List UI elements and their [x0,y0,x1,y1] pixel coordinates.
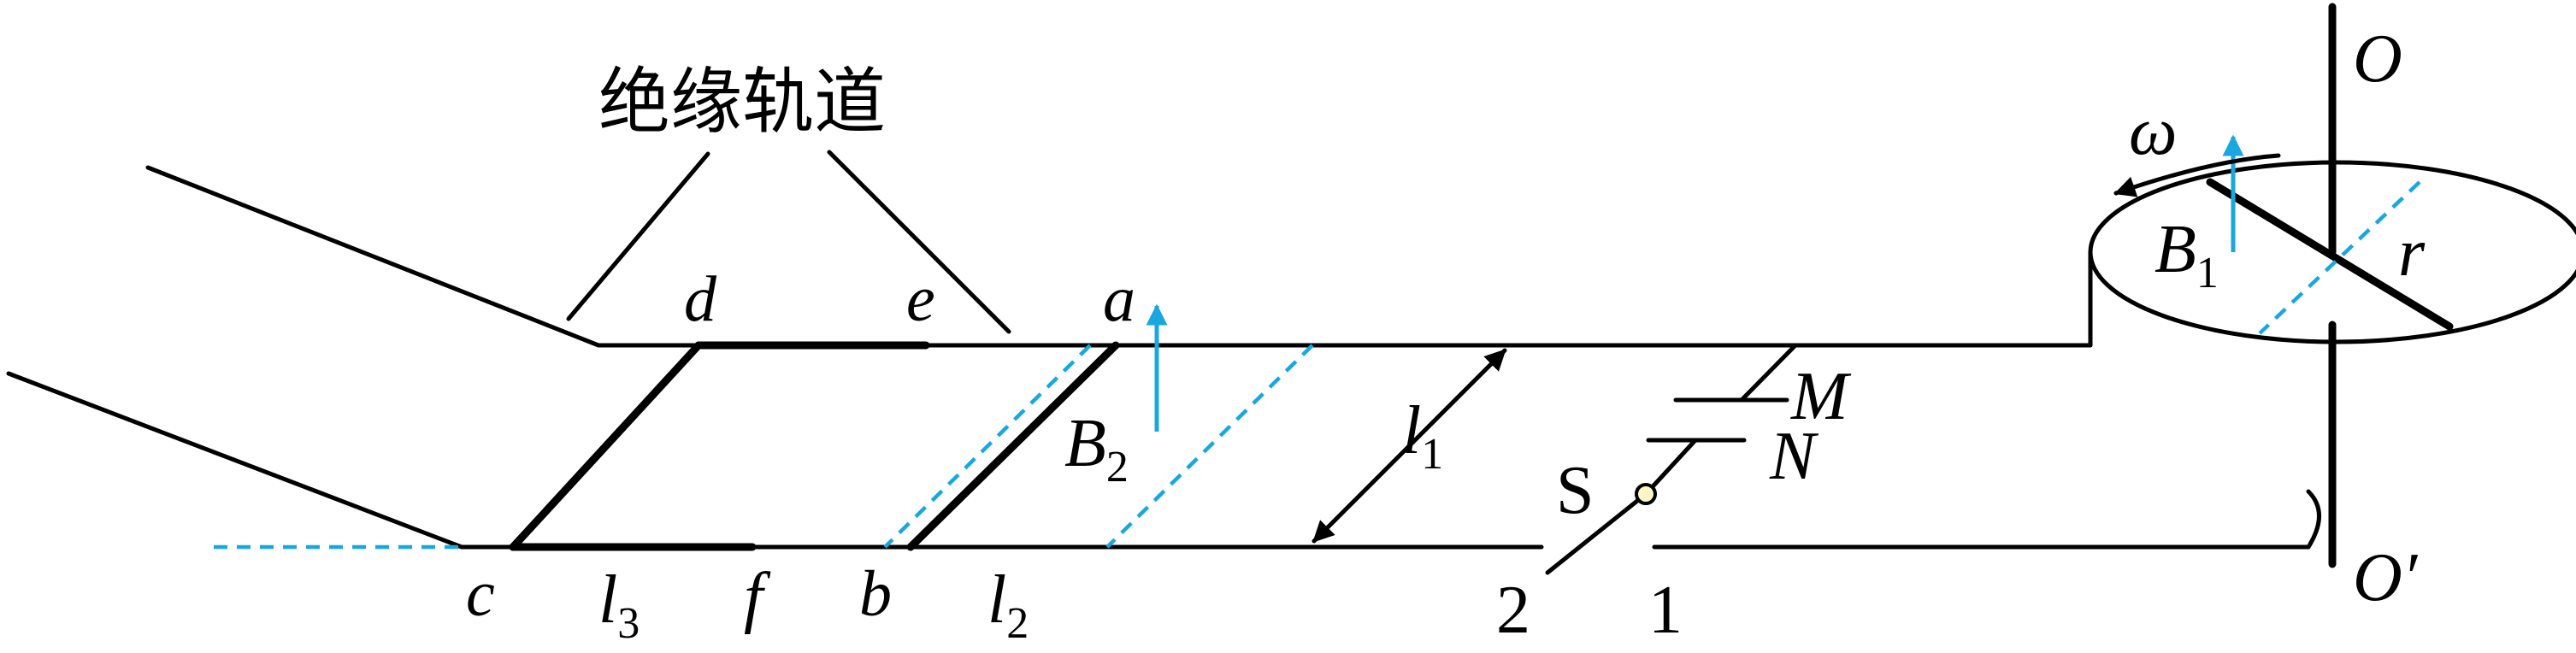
label-b: b [859,558,892,630]
label-c: c [466,558,495,630]
switch-blade [1545,491,1648,575]
field-boundary-right-dashed [1105,344,1314,549]
label-a: a [1103,263,1135,335]
battery-lead-bottom [1643,438,1698,497]
title-label: 绝缘轨道 [598,60,886,144]
label-n: N [1769,419,1819,494]
label-b2: B2 [1064,406,1129,491]
battery-lead-top [1739,343,1798,403]
label-s: S [1556,453,1595,528]
switch-pivot[interactable] [1635,483,1657,505]
label-l1: l1 [1402,393,1443,479]
label-m: M [1790,359,1852,434]
rod-ab [906,341,1120,551]
label-o-prime: O′ [2353,540,2419,615]
l1-dimension-arrow [1312,348,1507,544]
label-b1: B1 [2155,212,2219,297]
label-switch-2: 2 [1496,573,1530,648]
label-d: d [684,263,717,335]
label-f: f [744,560,771,635]
omega-rotation-arrow [2113,153,2281,197]
disk-diameter-dashed [2258,180,2421,335]
title-pointer-left [566,151,710,321]
upper-insulated-rail [145,165,601,348]
label-r: r [2398,215,2426,291]
rotating-disk [2088,160,2576,344]
label-l2: l2 [987,562,1029,648]
lower-insulated-rail [6,371,464,550]
label-switch-1: 1 [1648,573,1683,648]
label-l3: l3 [598,562,640,648]
title-pointer-right [827,150,1011,334]
brush-contact [2306,489,2321,550]
field-boundary-left-dashed [883,344,1092,549]
label-o: O [2353,21,2402,97]
label-omega: ω [2129,94,2177,169]
label-e: e [906,263,935,335]
rod-dc [509,341,703,551]
